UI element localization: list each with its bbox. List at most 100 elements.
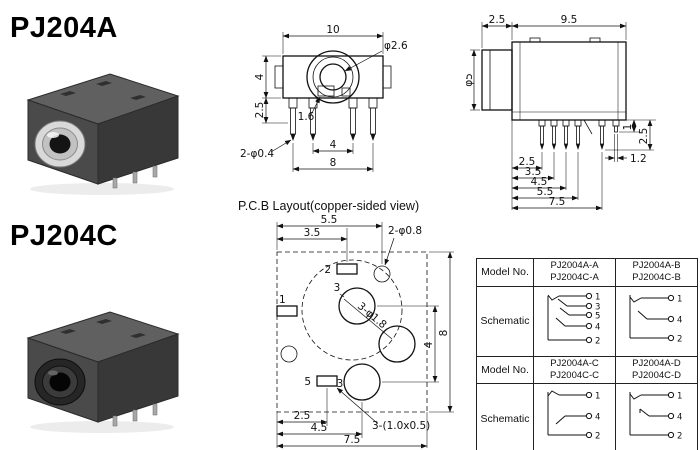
barrel-projection <box>301 259 403 361</box>
spring-contact <box>583 119 593 135</box>
slot-hole <box>317 85 335 97</box>
right-ear <box>382 65 392 89</box>
model-title-pj204a: PJ204A <box>10 12 118 44</box>
dim-label: 10 <box>326 24 339 36</box>
model-number: PJ2004A-D <box>632 357 681 369</box>
model-cell: PJ2004A-C PJ2004C-C <box>533 355 616 385</box>
schematic-drawing-c: 1 4 2 <box>547 390 600 442</box>
hole-pin3 <box>338 287 376 325</box>
hole-large <box>378 325 416 363</box>
model-number: PJ2004C-B <box>632 272 681 284</box>
dim-label: 2-φ0.4 <box>240 148 274 160</box>
pcb-layout-drawing: 2 1 5 3 3 5.5 3.5 2-φ0.8 3-φ1.8 4 8 2.5 <box>276 214 454 449</box>
schematic-header: Schematic <box>476 383 534 450</box>
model-number: PJ2004A-A <box>550 260 599 271</box>
pin-number: 1 <box>677 392 682 402</box>
pin-number: 1 <box>677 294 682 304</box>
barrel-highlight <box>48 370 58 376</box>
connector-side-face <box>97 95 179 185</box>
pad-pin1 <box>276 305 298 317</box>
schematic-drawing-a: 1 3 5 4 2 <box>547 292 600 346</box>
schematic-cell: 1 4 2 <box>615 285 698 357</box>
table-row: Schematic 1 4 2 1 4 2 <box>476 383 698 450</box>
model-no-header: Model No. <box>476 355 534 385</box>
dim-label: 4 <box>423 341 435 348</box>
dim-label: 4.5 <box>531 176 548 188</box>
pin-number: 2 <box>677 432 682 442</box>
model-cell: PJ2004A-D PJ2004C-D <box>615 355 698 385</box>
dim-label: 2.5 <box>294 410 311 422</box>
dim-label: 2.5 <box>489 14 506 26</box>
model-schematic-table: Model No. PJ2004A-A PJ2004C-A PJ2004A-B … <box>476 258 698 450</box>
pin-number: 1 <box>595 292 600 302</box>
model-number: PJ2004C-D <box>631 370 682 382</box>
schematic-header: Schematic <box>476 285 534 357</box>
product-photo-pj204a <box>26 73 180 195</box>
model-title-pj204c: PJ204C <box>10 220 118 252</box>
table-row: Model No. PJ2004A-C PJ2004C-C PJ2004A-D … <box>476 355 698 385</box>
dim-label: 7.5 <box>549 196 566 208</box>
dim-label: 5.5 <box>321 214 338 226</box>
hole-small <box>280 345 298 363</box>
schematic-drawing-d: 1 4 2 <box>629 392 682 442</box>
dim-label: 4 <box>330 139 337 151</box>
model-number: PJ2004A-C <box>550 357 599 369</box>
dim-label: 3-φ1.8 <box>355 300 389 331</box>
solder-pin <box>132 409 138 422</box>
mold-bump <box>96 319 112 324</box>
hole-large <box>343 363 381 401</box>
dim-label: 3-(1.0x0.5) <box>372 420 430 432</box>
solder-pin <box>152 403 158 416</box>
schematic-cell: 1 4 2 <box>533 383 616 450</box>
barrel-highlight <box>47 132 59 138</box>
dim-label: 7.5 <box>344 434 361 446</box>
pin-label: 5 <box>304 376 311 388</box>
pins <box>538 119 620 150</box>
mold-bump <box>60 91 76 96</box>
connector-side-face <box>97 333 179 423</box>
dim-label: 2.5 <box>254 102 266 119</box>
pins <box>288 97 378 141</box>
schematic-cell: 1 4 2 <box>615 383 698 450</box>
model-no-header: Model No. <box>476 258 534 287</box>
footprint-outline <box>276 251 428 413</box>
table-row: Model No. PJ2004A-A PJ2004C-A PJ2004A-B … <box>476 258 698 287</box>
left-ear <box>274 65 284 89</box>
barrel-circle-mid <box>312 56 354 98</box>
dim-label: 8 <box>330 157 337 169</box>
dim-label: φ2.6 <box>384 40 408 52</box>
solder-pin <box>112 415 118 427</box>
slot-hole-small <box>341 87 351 97</box>
pin-label: 2 <box>324 264 331 276</box>
body-outline <box>511 41 627 121</box>
pin-number: 4 <box>595 413 600 423</box>
model-number: PJ2004C-A <box>550 272 599 284</box>
dim-label: 8 <box>438 330 450 337</box>
solder-pin <box>152 165 158 178</box>
mold-bump <box>130 333 146 338</box>
jack-hole <box>49 134 71 154</box>
pin-number: 4 <box>595 322 600 332</box>
body-outline <box>282 55 384 99</box>
pin-number: 4 <box>677 413 682 423</box>
dim-label: 1 <box>622 124 634 131</box>
barrel-circle-inner <box>319 63 347 91</box>
pad-pin5 <box>316 375 338 387</box>
schematic-cell: 1 3 5 4 2 <box>533 285 616 357</box>
photo-shadow <box>30 183 174 195</box>
dim-label: 2.5 <box>638 128 650 145</box>
photo-shadow <box>30 421 174 433</box>
dim-label: φ5 <box>466 73 475 87</box>
pin-number: 4 <box>677 315 682 325</box>
pin-number: 5 <box>595 311 600 321</box>
model-number: PJ2004C-C <box>549 370 600 382</box>
dim-label: 3.5 <box>304 227 321 239</box>
dim-label: 1.2 <box>630 153 647 165</box>
dim-label: 3.5 <box>525 166 542 178</box>
dim-label: 9.5 <box>561 14 578 26</box>
dim-label: 2.5 <box>519 156 536 168</box>
pin-label: 1 <box>279 294 286 306</box>
front-view-drawing: 10 φ2.6 4 2.5 1.6 2-φ0.4 4 8 <box>240 24 408 172</box>
pin-label: 3 <box>334 282 341 294</box>
barrel-outline <box>481 49 513 111</box>
